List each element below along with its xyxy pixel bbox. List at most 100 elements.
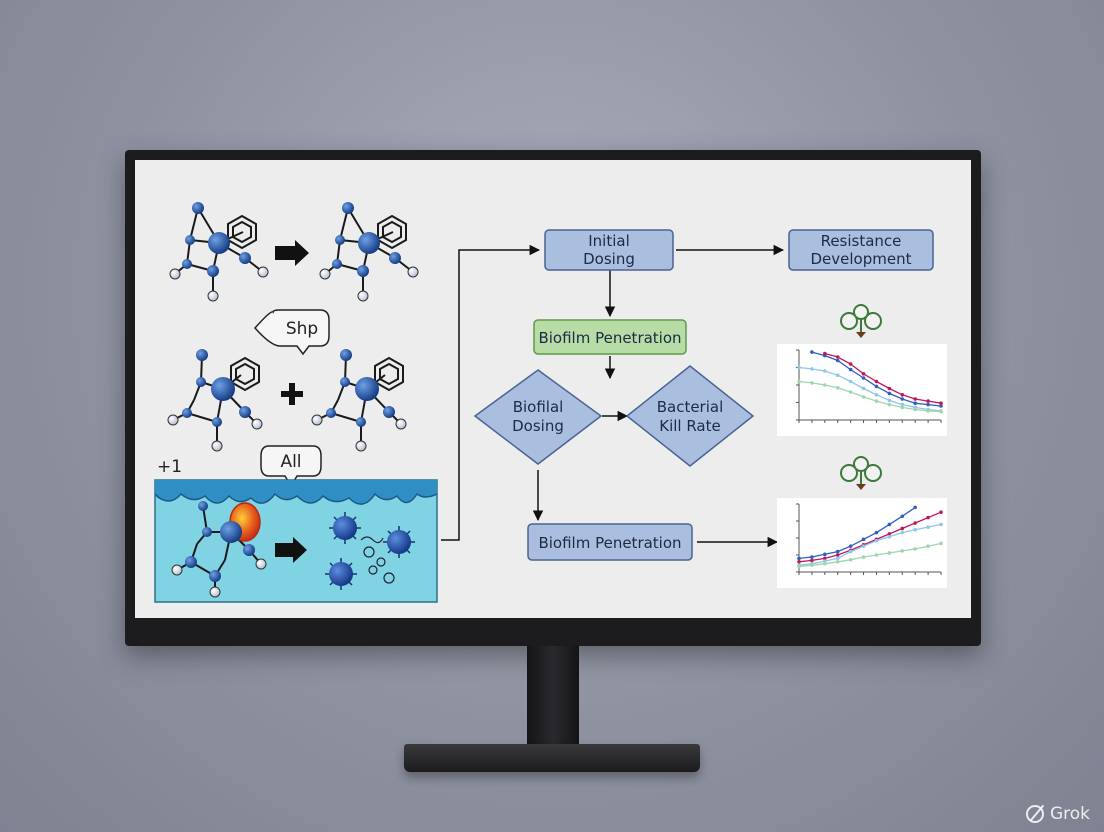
chart-data-point: [887, 391, 892, 396]
chart-data-point: [848, 544, 853, 548]
chart-data-point: [887, 386, 892, 391]
biofilm-arrow-icon: [275, 537, 307, 563]
monitor-screen: Shp: [135, 160, 971, 618]
biofilm-dosing-diagram: Shp: [154, 202, 947, 603]
chart-data-point: [926, 409, 930, 413]
node-initial-dosing: Initial Dosing: [544, 229, 674, 271]
chart-plot-area: [777, 344, 947, 436]
node-resistance-development: Resistance Development: [788, 229, 934, 271]
chart-data-point: [835, 549, 840, 554]
chart-data-point: [900, 393, 905, 397]
chart-data-point: [887, 534, 892, 539]
speech-bubble-top: Shp: [253, 309, 330, 356]
chart-data-point: [913, 547, 917, 551]
chart-series-line: [798, 542, 942, 568]
chart-data-point: [823, 559, 827, 563]
chart-data-point: [861, 386, 866, 391]
chart-data-point: [939, 409, 943, 414]
chart-data-point: [848, 549, 853, 554]
chart-data-point: [874, 393, 879, 397]
chart-data-point: [913, 407, 917, 412]
node-biofilal-dosing: Biofilal Dosing: [473, 369, 603, 465]
chart-data-point: [848, 362, 853, 366]
chart-series-line: [824, 352, 942, 404]
chart-data-point: [913, 528, 917, 532]
chart-data-point: [887, 402, 892, 407]
node-biofilm-penetration-bottom-label: Biofilm Penetration: [538, 534, 681, 552]
chart-series-line: [798, 511, 942, 563]
chart-data-point: [861, 395, 866, 399]
node-resistance-development-line1: Resistance: [821, 232, 902, 250]
chart-data-point: [926, 544, 930, 548]
molecule-3: [167, 349, 263, 452]
chart-data-point: [939, 404, 943, 408]
reaction-arrow-icon: [275, 240, 309, 266]
chart-data-point: [835, 560, 840, 564]
chart-data-point: [810, 558, 814, 563]
grok-watermark-text: Grok: [1049, 804, 1090, 824]
chart-data-point: [900, 549, 905, 553]
bubble-label-top: Shp: [286, 319, 318, 339]
chart-data-point: [823, 556, 827, 561]
chart-data-point: [810, 350, 814, 354]
grok-watermark: Grok: [1025, 804, 1090, 824]
molecule-4: [311, 349, 407, 452]
chart-data-point: [823, 562, 827, 566]
node-bacterial-kill-rate-line2: Kill Rate: [659, 417, 721, 435]
chart-data-point: [823, 383, 827, 387]
node-biofilm-penetration-top-label: Biofilm Penetration: [538, 329, 681, 347]
chart-data-point: [900, 405, 905, 410]
chart-data-point: [810, 563, 814, 567]
chart-data-point: [848, 557, 853, 562]
chart-data-point: [797, 365, 801, 370]
bubble-label-bottom: All: [280, 452, 301, 472]
chart-data-point: [887, 522, 892, 527]
chart-data-point: [900, 402, 905, 407]
chart-data-point: [835, 553, 840, 557]
chart-data-point: [874, 530, 879, 535]
chart-data-point: [810, 381, 814, 385]
chart-data-point: [874, 399, 879, 403]
chart-plant-icon-bottom: [840, 456, 882, 490]
speech-bubble-bottom: All: [260, 445, 322, 488]
node-bacterial-kill-rate: Bacterial Kill Rate: [625, 365, 755, 467]
chart-data-point: [900, 526, 905, 531]
chart-data-point: [887, 551, 892, 555]
flow-connectors: [441, 244, 785, 548]
node-biofilm-penetration-top: Biofilm Penetration: [533, 319, 687, 355]
chart-series-line: [798, 380, 942, 413]
chart-data-point: [835, 556, 840, 561]
chart-data-point: [939, 510, 943, 514]
chart-data-point: [861, 555, 866, 559]
chart-data-point: [913, 397, 917, 401]
chart-data-point: [926, 525, 930, 529]
grok-logo-icon: [1025, 805, 1044, 823]
molecule-2: [319, 202, 419, 302]
plus-icon: [281, 383, 303, 405]
node-resistance-development-line2: Development: [811, 250, 912, 268]
chart-data-point: [913, 521, 917, 525]
chart-data-point: [913, 505, 917, 510]
chart-data-point: [926, 399, 930, 403]
chart-data-point: [835, 358, 840, 363]
growth-line-chart: [777, 498, 947, 588]
chart-series-line: [798, 523, 942, 566]
chart-data-point: [861, 372, 866, 376]
node-initial-dosing-line2: Dosing: [583, 250, 635, 268]
chart-data-point: [835, 386, 840, 390]
chart-data-point: [861, 376, 866, 380]
monitor-stand-neck: [527, 646, 579, 756]
bacteria-cluster: [325, 512, 415, 590]
chart-data-point: [823, 351, 827, 356]
chart-series-line: [798, 366, 942, 412]
chart-data-point: [848, 390, 853, 394]
molecule-1: [169, 202, 269, 302]
node-biofilm-penetration-bottom: Biofilm Penetration: [527, 523, 693, 561]
chart-plant-icon-top: [840, 304, 882, 338]
corner-label: +1: [157, 457, 182, 477]
chart-data-point: [926, 515, 930, 520]
chart-data-point: [861, 544, 866, 548]
chart-data-point: [887, 398, 892, 403]
chart-data-point: [939, 541, 943, 546]
chart-data-point: [926, 402, 930, 407]
